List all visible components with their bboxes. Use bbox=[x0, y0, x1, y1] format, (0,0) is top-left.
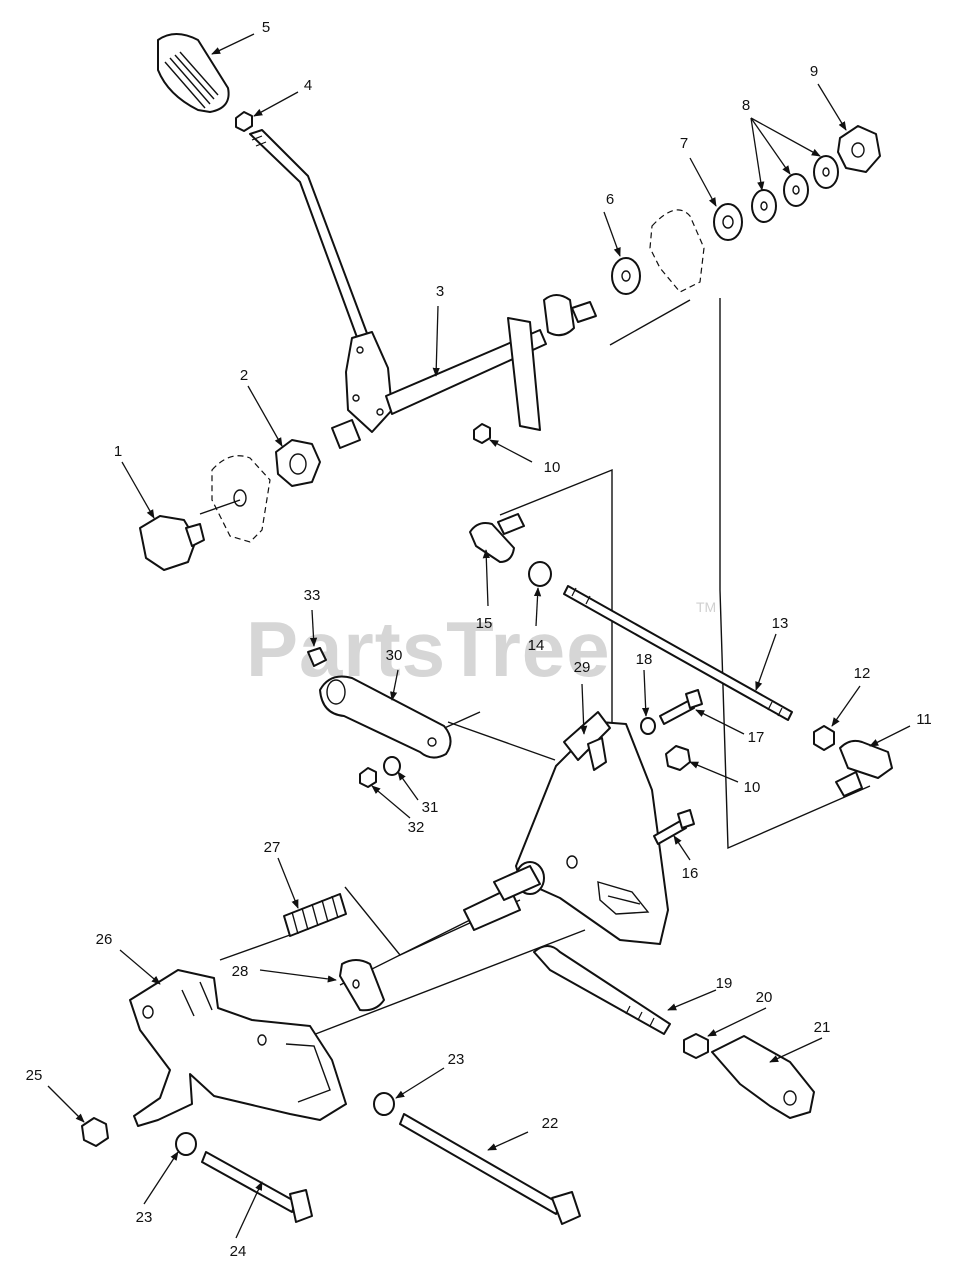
watermark-text: PartsTree bbox=[246, 605, 611, 693]
spacer-14 bbox=[528, 561, 552, 587]
nut-10-upper bbox=[473, 423, 491, 444]
callout-27: 27 bbox=[264, 839, 281, 856]
washer-23-lower bbox=[175, 1132, 197, 1156]
callout-16: 16 bbox=[682, 865, 699, 882]
callout-15: 15 bbox=[476, 615, 493, 632]
nut-25 bbox=[81, 1117, 109, 1147]
callout-28: 28 bbox=[232, 963, 249, 980]
bracket-26 bbox=[129, 969, 347, 1127]
callout-19: 19 bbox=[716, 975, 733, 992]
callout-30: 30 bbox=[386, 647, 403, 664]
callout-18: 18 bbox=[636, 651, 653, 668]
callout-26: 26 bbox=[96, 931, 113, 948]
callout-32: 32 bbox=[408, 819, 425, 836]
leader-lines bbox=[47, 33, 911, 1239]
callout-8: 8 bbox=[742, 97, 750, 114]
callout-23-lower: 23 bbox=[136, 1209, 153, 1226]
spacer-28 bbox=[339, 959, 385, 1012]
bolt-22 bbox=[399, 1113, 581, 1225]
callout-22: 22 bbox=[542, 1115, 559, 1132]
callout-7: 7 bbox=[680, 135, 688, 152]
callout-24: 24 bbox=[230, 1243, 247, 1260]
callout-13: 13 bbox=[772, 615, 789, 632]
watermark-trademark: TM bbox=[696, 599, 716, 615]
nut-12 bbox=[813, 725, 835, 751]
swivel-15 bbox=[469, 513, 525, 563]
washer-23-upper bbox=[373, 1092, 395, 1116]
callout-3: 3 bbox=[436, 283, 444, 300]
hex-bolt-1 bbox=[139, 515, 205, 571]
washer-6 bbox=[611, 257, 641, 295]
callout-10-upper: 10 bbox=[544, 459, 561, 476]
bolt-16 bbox=[653, 809, 695, 845]
callout-9: 9 bbox=[810, 63, 818, 80]
callout-10-middle: 10 bbox=[744, 779, 761, 796]
set-screw-33 bbox=[307, 647, 327, 667]
callout-2: 2 bbox=[240, 367, 248, 384]
adjustment-rod-13 bbox=[563, 585, 793, 721]
swivel-11 bbox=[835, 739, 893, 797]
callout-14: 14 bbox=[528, 637, 545, 654]
washer-8a bbox=[751, 189, 777, 223]
callout-1: 1 bbox=[114, 443, 122, 460]
callout-29: 29 bbox=[574, 659, 591, 676]
callout-12: 12 bbox=[854, 665, 871, 682]
lift-plate-29 bbox=[515, 711, 669, 945]
hex-nut-2 bbox=[275, 439, 321, 487]
nut-32 bbox=[359, 767, 377, 788]
callout-23-upper: 23 bbox=[448, 1051, 465, 1068]
washer-31 bbox=[383, 756, 401, 776]
nut-20 bbox=[683, 1033, 709, 1059]
arm-30 bbox=[319, 675, 452, 759]
callout-labels: 5 4 3 2 1 10 6 7 8 9 15 14 13 12 11 18 1… bbox=[26, 19, 932, 1260]
rod-19 bbox=[533, 945, 671, 1035]
callout-21: 21 bbox=[814, 1019, 831, 1036]
callout-4: 4 bbox=[304, 77, 312, 94]
hex-nut-9 bbox=[837, 125, 881, 173]
jam-nut-4 bbox=[235, 111, 253, 132]
callout-6: 6 bbox=[606, 191, 614, 208]
washer-8b bbox=[783, 173, 809, 207]
spacer-7 bbox=[713, 203, 743, 241]
bolt-17 bbox=[659, 689, 703, 725]
washer-8c bbox=[813, 155, 839, 189]
frame-ghost-right bbox=[649, 209, 705, 293]
handle-grip bbox=[157, 33, 230, 113]
nut-10-middle bbox=[665, 745, 691, 771]
callout-17: 17 bbox=[748, 729, 765, 746]
lift-lever-assembly bbox=[249, 129, 597, 449]
bolt-24 bbox=[201, 1151, 313, 1223]
callout-11: 11 bbox=[916, 711, 932, 728]
callout-20: 20 bbox=[756, 989, 773, 1006]
spring-27 bbox=[283, 893, 347, 937]
spacer-18 bbox=[640, 717, 656, 735]
callout-25: 25 bbox=[26, 1067, 43, 1084]
clevis-21 bbox=[711, 1035, 815, 1119]
callout-5: 5 bbox=[262, 19, 270, 36]
frame-ghost-left bbox=[211, 455, 271, 543]
callout-31: 31 bbox=[422, 799, 439, 816]
callout-33: 33 bbox=[304, 587, 321, 604]
